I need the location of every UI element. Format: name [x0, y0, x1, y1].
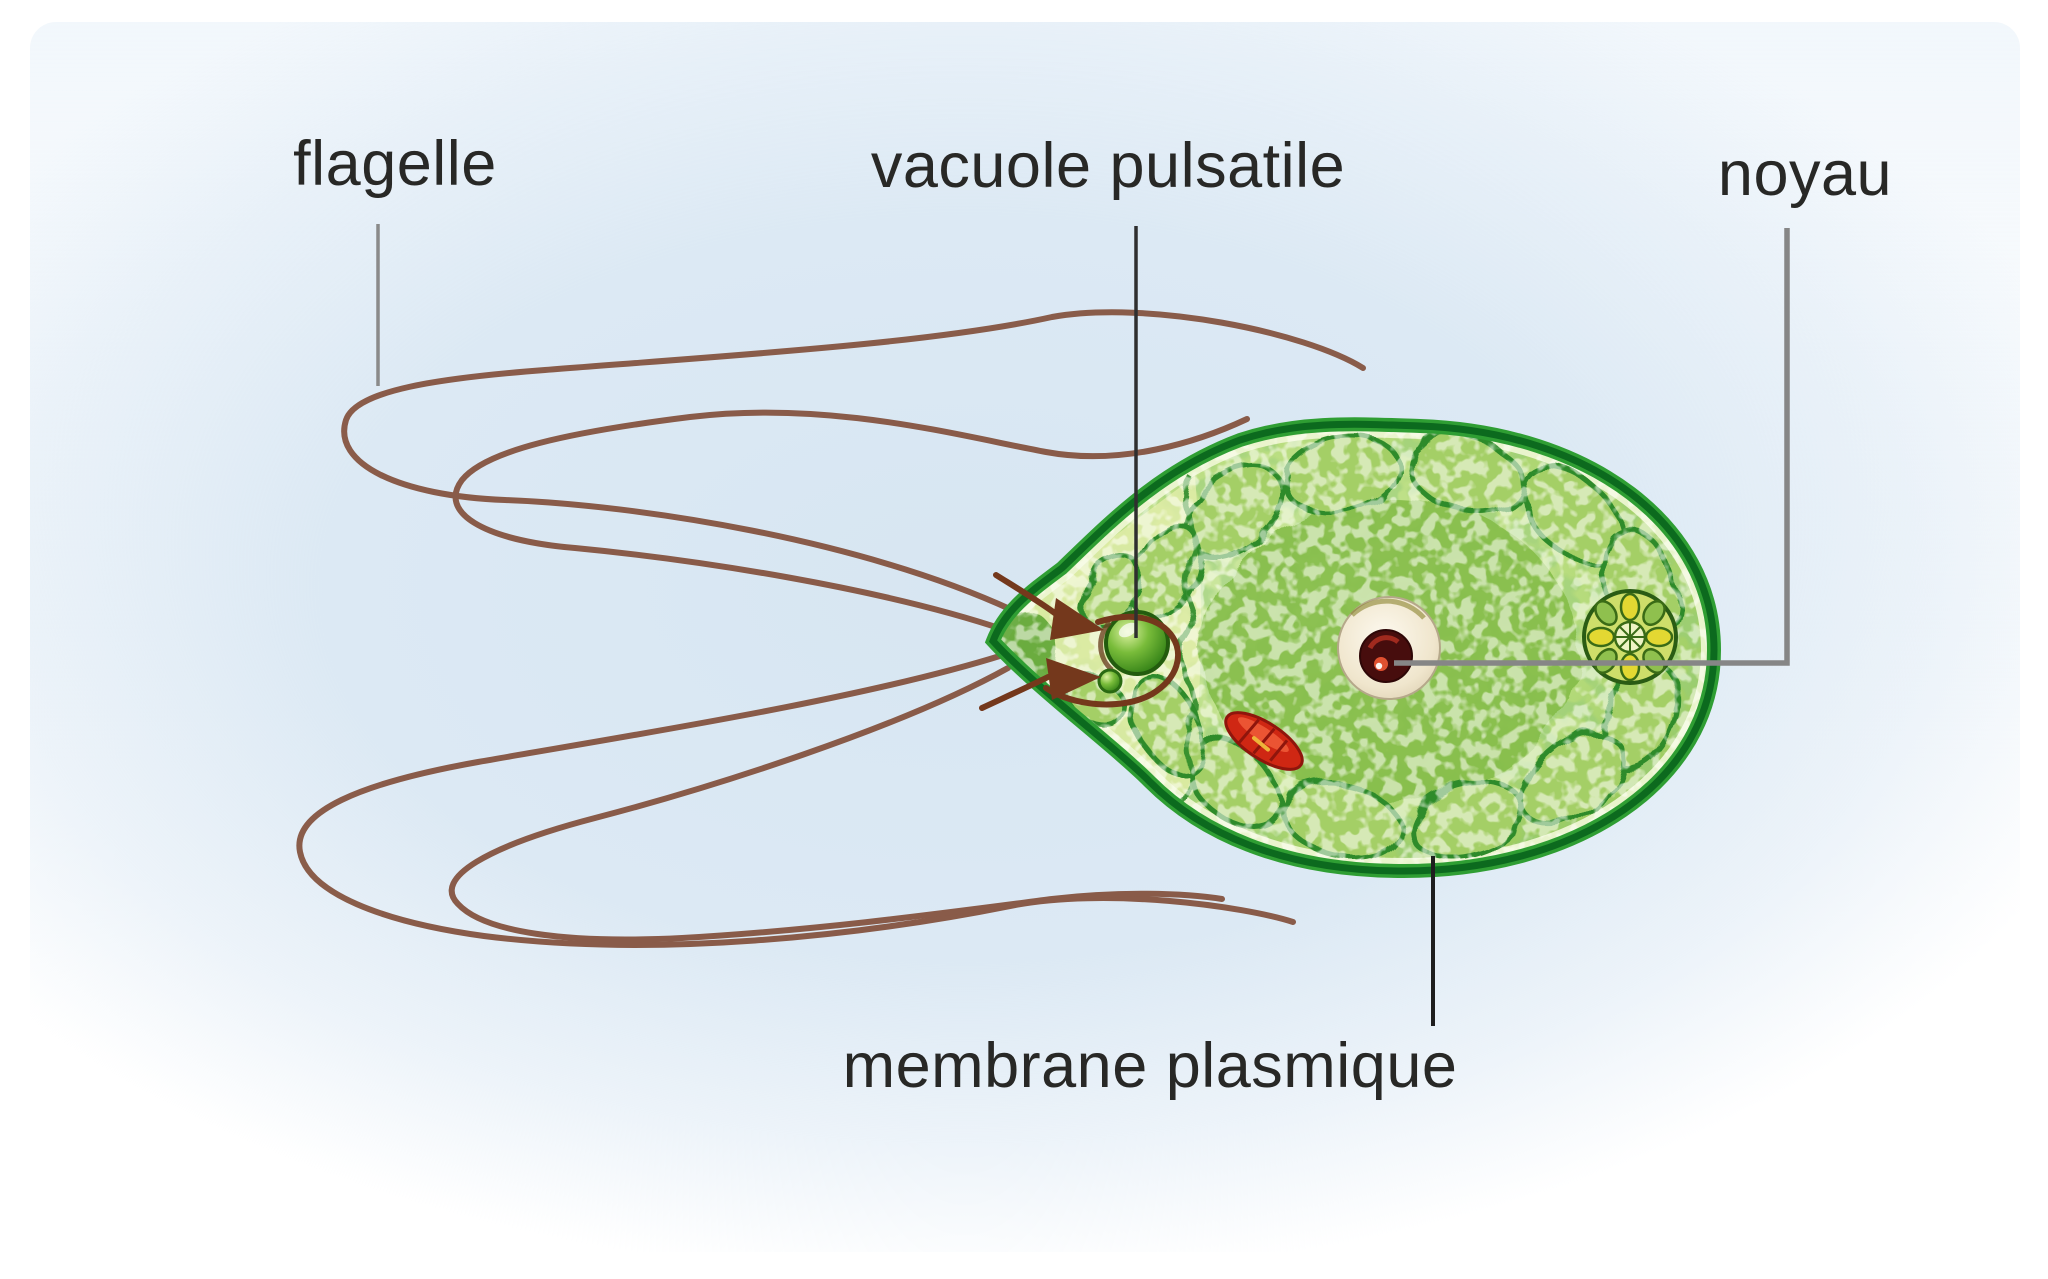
flagellum-bottom-inner	[448, 665, 1225, 943]
contractile-vacuole	[1097, 610, 1170, 694]
eyespot	[1224, 711, 1304, 771]
label-nucleus: noyau	[1717, 139, 1893, 209]
flagella-base-arrows	[979, 572, 1181, 711]
leader-lines	[376, 224, 1790, 1026]
pyrenoid-rosette	[1582, 589, 1678, 685]
flagella-group	[296, 309, 1366, 948]
arrowhead-lower	[1046, 658, 1101, 700]
beat-direction-swoosh	[1043, 613, 1181, 708]
label-plasma-membrane: membrane plasmique	[842, 1031, 1458, 1101]
arrowhead-upper	[1050, 598, 1104, 640]
nucleus	[1337, 596, 1441, 700]
plasma-membrane	[988, 420, 1718, 875]
label-contractile-vacuole: vacuole pulsatile	[870, 131, 1346, 201]
secondary-vesicle	[1097, 668, 1123, 694]
label-flagellum: flagelle	[293, 129, 497, 199]
flagellum-top-inner	[452, 409, 1250, 633]
leader-nucleus	[1394, 228, 1790, 666]
flagellum-top-outer	[341, 309, 1366, 613]
